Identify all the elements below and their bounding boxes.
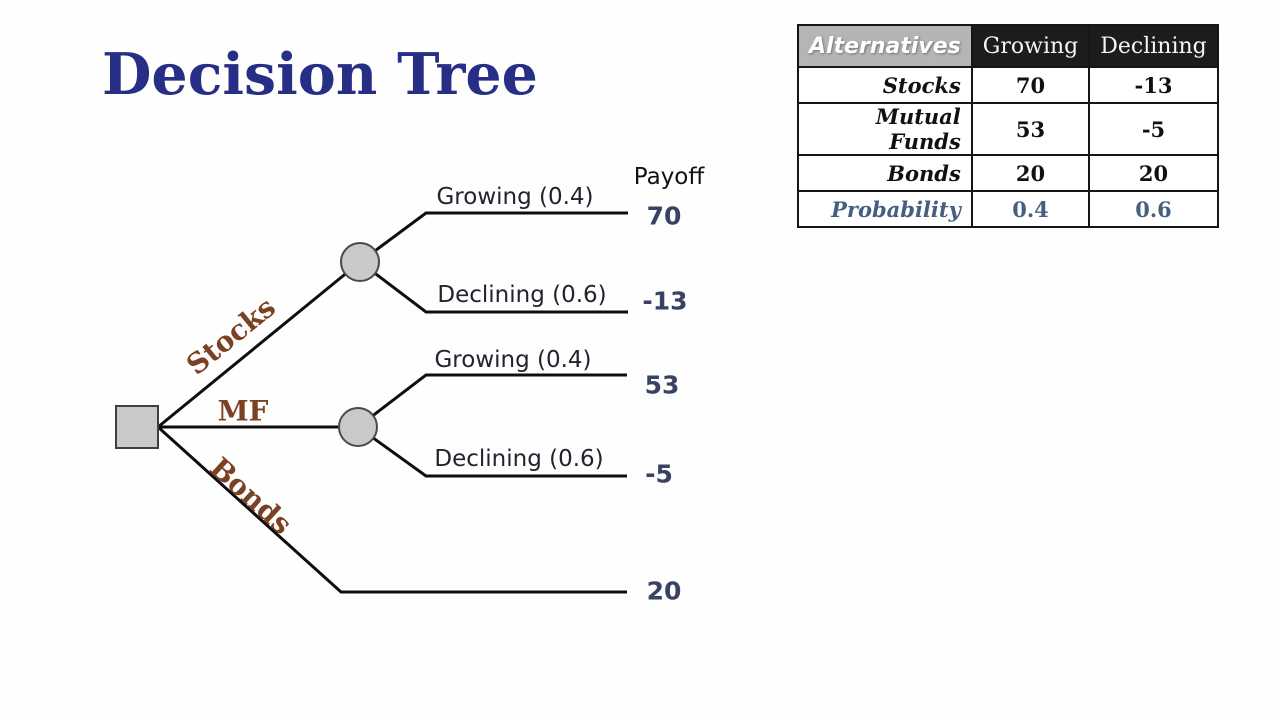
cell-stocks-growing: 70	[970, 66, 1091, 104]
branch-line-stocks-growing	[359, 211, 628, 264]
branch-label-mf: MF	[217, 394, 269, 428]
row-label-mutual-funds: Mutual Funds	[797, 102, 973, 156]
page-title: Decision Tree	[102, 41, 538, 108]
payoff-table: Alternatives Growing Declining Stocks 70…	[797, 24, 1219, 228]
branch-line-stocks-declining	[359, 260, 628, 314]
table-column-growing: Growing	[970, 24, 1091, 68]
cell-mutual-funds-growing: 53	[970, 102, 1091, 156]
outcome-label-mf-declining: Declining (0.6)	[434, 446, 604, 472]
cell-probability-growing: 0.4	[970, 190, 1091, 228]
outcome-label-mf-growing: Growing (0.4)	[434, 347, 592, 373]
cell-bonds-declining: 20	[1088, 154, 1219, 192]
row-label-bonds: Bonds	[797, 154, 973, 192]
branch-line-mf-declining	[357, 425, 627, 478]
chance-node-circle-stocks	[340, 242, 380, 282]
table-header-row: Alternatives Growing Declining	[797, 24, 1219, 68]
table-corner-header: Alternatives	[797, 24, 973, 68]
payoff-value-bonds: 20	[646, 576, 682, 606]
outcome-label-stocks-growing: Growing (0.4)	[436, 184, 594, 210]
payoff-value-stocks-declining: -13	[642, 286, 688, 316]
cell-bonds-growing: 20	[970, 154, 1091, 192]
row-label-stocks: Stocks	[797, 66, 973, 104]
branch-line-bonds	[156, 425, 627, 594]
decision-node-square	[115, 405, 159, 449]
table-row-stocks: Stocks 70 -13	[797, 66, 1219, 104]
cell-probability-declining: 0.6	[1088, 190, 1219, 228]
cell-stocks-declining: -13	[1088, 66, 1219, 104]
payoff-value-stocks-growing: 70	[646, 201, 682, 231]
chance-node-circle-mf	[338, 407, 378, 447]
table-row-probability: Probability 0.4 0.6	[797, 190, 1219, 228]
table-row-bonds: Bonds 20 20	[797, 154, 1219, 192]
cell-mutual-funds-declining: -5	[1088, 102, 1219, 156]
table-column-declining: Declining	[1088, 24, 1219, 68]
branch-line-mf-growing	[357, 373, 627, 429]
payoff-value-mf-growing: 53	[644, 370, 680, 400]
payoff-column-header: Payoff	[633, 164, 705, 190]
table-row-mutual-funds: Mutual Funds 53 -5	[797, 102, 1219, 156]
outcome-label-stocks-declining: Declining (0.6)	[437, 282, 607, 308]
branch-line-stocks	[157, 260, 361, 429]
payoff-value-mf-declining: -5	[645, 459, 673, 489]
row-label-probability: Probability	[797, 190, 973, 228]
